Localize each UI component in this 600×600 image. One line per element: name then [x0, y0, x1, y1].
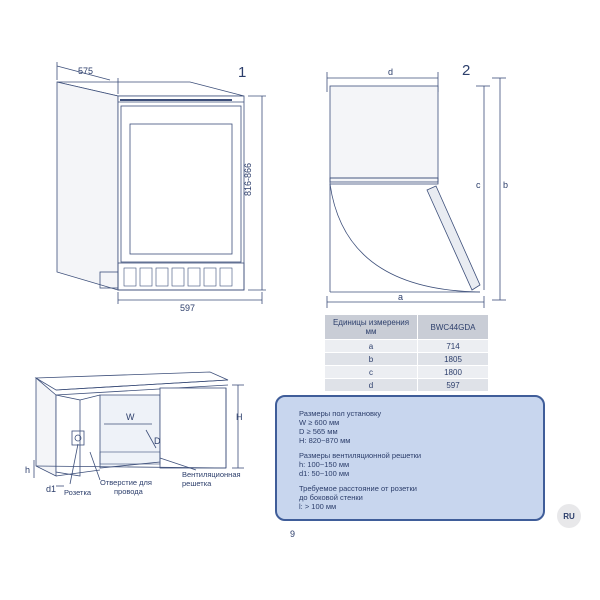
table-cell: 714: [417, 339, 489, 353]
cable-hole-label-line-1: Отверстие для: [100, 478, 152, 487]
table-header-model: BWC44GDA: [417, 314, 489, 340]
install-d: D ≥ 565 мм: [299, 427, 338, 436]
side-title-line-2: до боковой стенки: [299, 493, 363, 502]
vent-d1: d1: 50~100 мм: [299, 469, 350, 478]
side-l: l: > 100 мм: [299, 502, 337, 511]
table-row: a 714: [324, 339, 489, 353]
language-badge: RU: [557, 504, 581, 528]
socket-label: Розетка: [64, 488, 92, 497]
vent-h: h: 100~150 мм: [299, 460, 350, 469]
table-cell: 597: [417, 378, 489, 392]
table-row: d 597: [324, 378, 489, 392]
install-title: Размеры пол установку: [299, 409, 382, 418]
installation-info-box: Размеры пол установку W ≥ 600 мм D ≥ 565…: [275, 395, 545, 521]
figure-3-label-D: D: [154, 436, 161, 446]
table-row: c 1800: [324, 365, 489, 379]
figure-2-label-a: a: [398, 292, 404, 302]
table-cell: 1805: [417, 352, 489, 366]
figure-2-label-c: c: [476, 180, 481, 190]
figure-3-label-H: H: [236, 412, 243, 422]
install-h: H: 820~870 мм: [299, 436, 351, 445]
figure-2-number: 2: [462, 62, 471, 79]
table-header-row: Единицы измерения мм BWC44GDA: [324, 314, 489, 340]
vent-dimensions-block: Размеры вентиляционной решетки h: 100~15…: [299, 451, 533, 478]
figure-1-number: 1: [238, 64, 247, 81]
side-title-line-1: Требуемое расстояние от розетки: [299, 484, 417, 493]
figure-1-width-label: 597: [180, 303, 196, 313]
vent-label-line-1: Вентиляционная: [182, 470, 241, 479]
cable-hole-label-line-2: провода: [114, 487, 143, 496]
vent-title: Размеры вентиляционной решетки: [299, 451, 422, 460]
table-cell: b: [324, 352, 418, 366]
install-w: W ≥ 600 мм: [299, 418, 340, 427]
figure-2-label-b: b: [503, 180, 509, 190]
vent-label-line-2: решетка: [182, 479, 212, 488]
figure-3-label-d1: d1: [46, 484, 57, 494]
figure-3-label-W: W: [126, 412, 135, 422]
figure-3-label-h: h: [25, 465, 31, 475]
table-cell: 1800: [417, 365, 489, 379]
side-distance-block: Требуемое расстояние от розетки до боков…: [299, 484, 533, 511]
dimensions-table: Единицы измерения мм BWC44GDA a 714 b 18…: [324, 314, 489, 392]
table-header-units: Единицы измерения мм: [324, 314, 418, 340]
table-cell: c: [324, 365, 418, 379]
table-cell: a: [324, 339, 418, 353]
table-cell: d: [324, 378, 418, 392]
table-row: b 1805: [324, 352, 489, 366]
figure-1-height-label: 816-866: [243, 162, 253, 196]
figure-1-depth-label: 575: [78, 66, 94, 76]
figure-2-label-d: d: [388, 67, 394, 77]
install-dimensions-block: Размеры пол установку W ≥ 600 мм D ≥ 565…: [299, 409, 533, 445]
page-number: 9: [290, 529, 296, 539]
